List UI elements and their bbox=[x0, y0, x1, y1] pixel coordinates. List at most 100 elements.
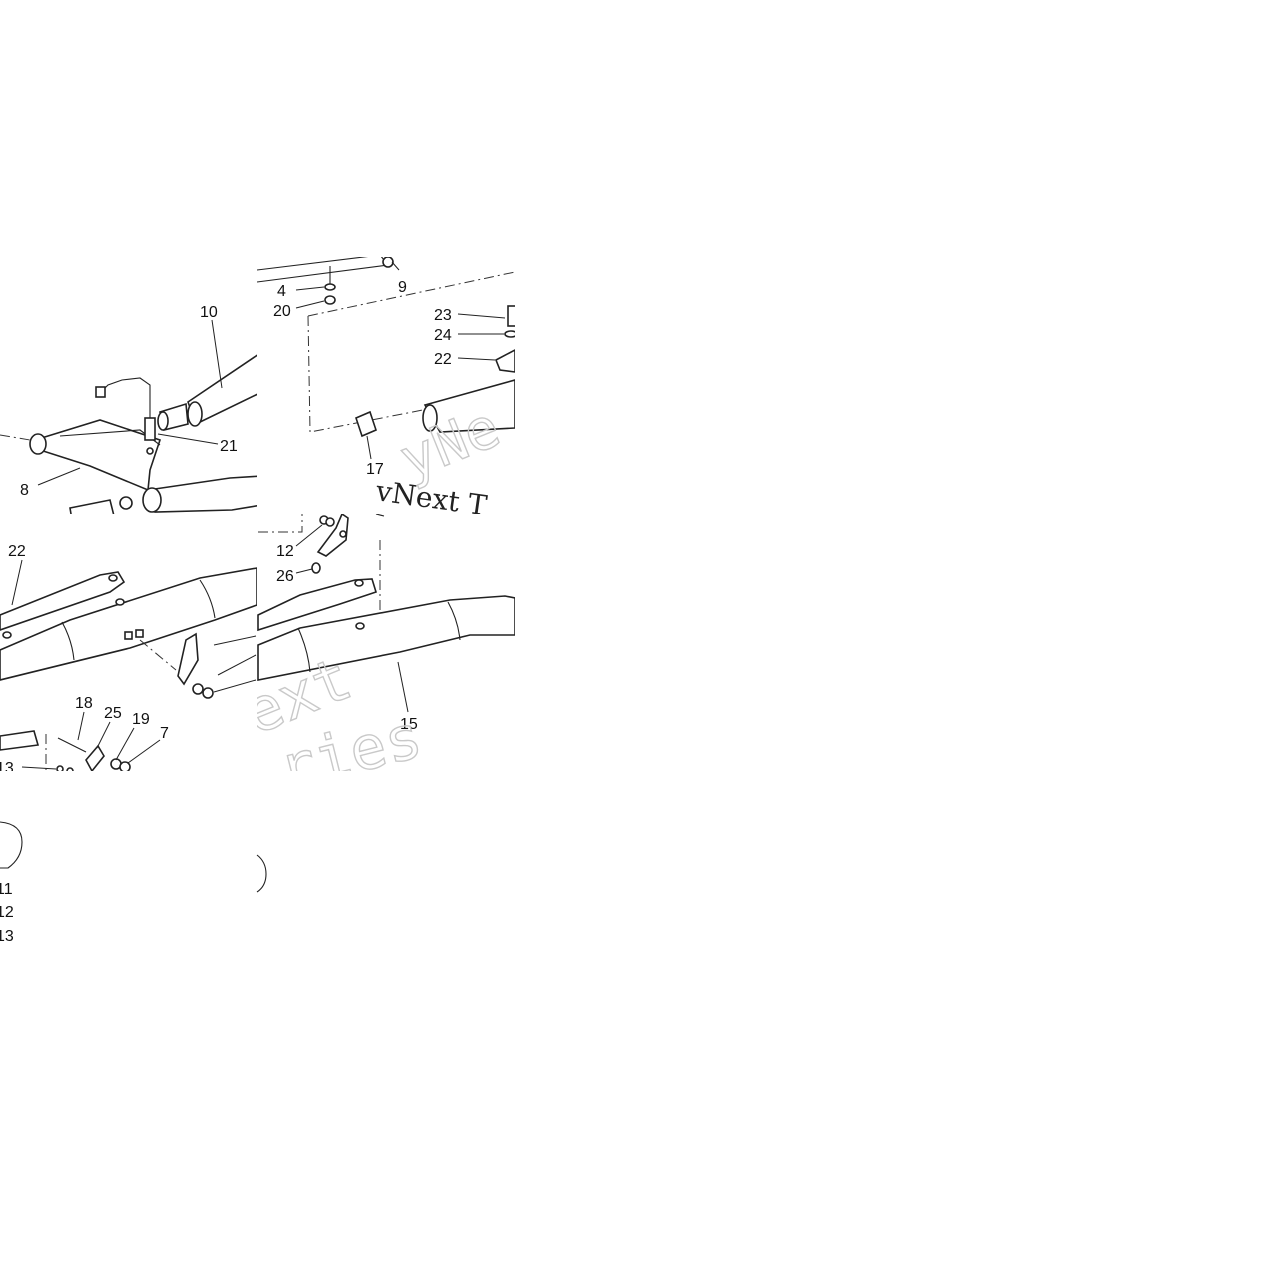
muffler-15 bbox=[257, 595, 515, 681]
leader-r1 bbox=[213, 635, 257, 646]
clamp-17 bbox=[355, 410, 377, 438]
bolt-12b bbox=[325, 517, 335, 527]
leader-20 bbox=[295, 300, 325, 309]
leader-7 bbox=[127, 739, 161, 764]
leader-18 bbox=[77, 711, 85, 741]
crossover-body-8 bbox=[33, 419, 162, 492]
lower-pipe-left bbox=[69, 499, 115, 514]
callout-12: 12 bbox=[276, 543, 294, 560]
nut-20 bbox=[324, 295, 336, 305]
hanger-bracket-br bbox=[316, 514, 349, 557]
tile-top-left: 10 21 8 bbox=[0, 304, 257, 514]
leader-12 bbox=[295, 524, 323, 547]
leader-10 bbox=[211, 319, 223, 389]
leader-15 bbox=[397, 661, 409, 713]
stud-b bbox=[135, 629, 144, 638]
arc-fragment bbox=[256, 854, 267, 893]
callout-10: 10 bbox=[200, 304, 218, 321]
washer-4 bbox=[324, 283, 336, 291]
tile-top-right: 9 4 20 23 24 22 17 yNe vNext T bbox=[257, 257, 515, 522]
assembly-frame-br bbox=[258, 514, 381, 610]
callout-13b: 13 bbox=[0, 928, 14, 945]
nut-bl bbox=[202, 687, 214, 699]
callout-11: 11 bbox=[0, 881, 13, 898]
leader-9 bbox=[391, 261, 400, 271]
shield-hole-a bbox=[108, 574, 118, 582]
callout-4: 4 bbox=[277, 283, 286, 300]
pipe-end bbox=[187, 401, 203, 427]
watermark-text: vNext T bbox=[373, 474, 489, 522]
leader-19 bbox=[115, 727, 135, 761]
stud-a bbox=[124, 631, 133, 640]
washer-24 bbox=[504, 330, 515, 338]
muffler-seams bbox=[61, 579, 216, 661]
shield-hole-b bbox=[2, 631, 12, 639]
leader-23 bbox=[457, 313, 506, 319]
leader-4 bbox=[295, 286, 325, 291]
callout-20: 20 bbox=[273, 303, 291, 320]
lower-pipe-end bbox=[142, 487, 162, 513]
bracket-edge bbox=[375, 514, 385, 517]
sleeve-end bbox=[157, 411, 169, 431]
leader-21 bbox=[157, 433, 219, 445]
bracket-25 bbox=[85, 744, 105, 771]
callout-8: 8 bbox=[20, 482, 29, 499]
callout-7: 7 bbox=[160, 725, 169, 742]
callout-22: 22 bbox=[434, 351, 452, 368]
washer-bl bbox=[192, 683, 204, 695]
tube-end-fragment bbox=[0, 821, 23, 869]
bracket-22 bbox=[494, 349, 515, 373]
callout-21: 21 bbox=[220, 438, 238, 455]
callout-24: 24 bbox=[434, 327, 452, 344]
callout-9: 9 bbox=[398, 279, 407, 296]
heat-shield-22 bbox=[0, 571, 126, 631]
muffler-stud bbox=[115, 598, 125, 606]
tile-bottom-left-fragment: 11 12 13 bbox=[0, 821, 23, 945]
shield-hole-br bbox=[354, 579, 364, 587]
nut-7 bbox=[119, 761, 131, 771]
leader-26 bbox=[295, 568, 313, 574]
callout-26: 26 bbox=[276, 568, 294, 585]
nut-13a bbox=[56, 765, 64, 771]
bracket-axis bbox=[139, 639, 177, 671]
pipe-mouth bbox=[422, 404, 438, 432]
leader-22 bbox=[457, 357, 496, 361]
tile-bottom-right: 12 26 15 ext ries bbox=[257, 514, 515, 771]
nut-13b bbox=[66, 767, 74, 771]
bolt-9 bbox=[382, 257, 394, 268]
callout-23: 23 bbox=[434, 307, 452, 324]
bolt-23 bbox=[507, 305, 515, 327]
bracket-top bbox=[257, 257, 390, 283]
bracket-hole bbox=[339, 530, 347, 538]
callout-18: 18 bbox=[75, 695, 93, 712]
lower-pipe bbox=[146, 475, 257, 513]
muffler-stud-br bbox=[355, 622, 365, 630]
sensor-body-21 bbox=[144, 417, 156, 441]
callout-19: 19 bbox=[132, 711, 150, 728]
callout-17: 17 bbox=[366, 461, 384, 478]
leader-r3 bbox=[213, 679, 257, 693]
muffler bbox=[0, 567, 257, 681]
leader-8 bbox=[37, 467, 81, 486]
callout-12: 12 bbox=[0, 904, 14, 921]
lower-clamp bbox=[119, 496, 133, 510]
center-line bbox=[0, 434, 31, 441]
sensor-connector bbox=[95, 386, 106, 398]
lower-tube bbox=[0, 730, 40, 751]
callout-25: 25 bbox=[104, 705, 122, 722]
leader-r2 bbox=[217, 654, 257, 676]
hanger-bracket bbox=[177, 632, 199, 686]
grommet-26 bbox=[311, 562, 321, 574]
leader-22b bbox=[11, 559, 23, 606]
callout-15: 15 bbox=[400, 716, 418, 733]
muffler-seams-br bbox=[297, 601, 461, 673]
callout-22b: 22 bbox=[8, 543, 26, 560]
leader-25 bbox=[96, 721, 111, 749]
sensor-seat bbox=[146, 447, 154, 455]
bolt-18 bbox=[57, 737, 87, 753]
leader-13 bbox=[21, 766, 57, 770]
heat-shield-br bbox=[257, 578, 377, 632]
leader-17 bbox=[366, 435, 372, 460]
sensor-cable bbox=[99, 377, 151, 420]
